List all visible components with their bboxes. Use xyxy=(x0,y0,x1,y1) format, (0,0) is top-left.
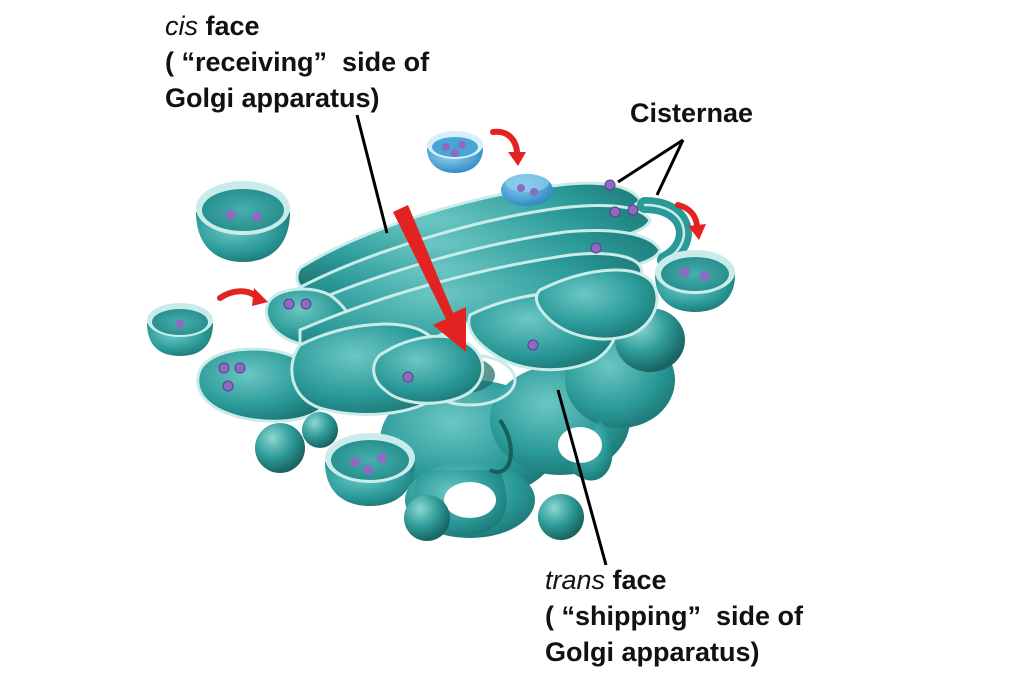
arrow-top-icon xyxy=(490,128,526,166)
arrow-left-icon xyxy=(217,288,268,306)
trans-line1-rest: face xyxy=(605,565,667,595)
cisternae-stack xyxy=(196,179,692,423)
trans-italic: trans xyxy=(545,565,606,595)
cisternae-label: Cisternae xyxy=(630,98,754,128)
trans-leader-line xyxy=(556,389,608,566)
cis-line3: Golgi apparatus) xyxy=(165,83,380,113)
vesicle-blue-budding xyxy=(501,174,553,206)
vesicles xyxy=(147,131,735,541)
vesicle-ball-mid xyxy=(302,412,338,448)
cis-leader-line xyxy=(355,114,389,234)
vesicle-left xyxy=(147,303,213,356)
vesicle-ball-left xyxy=(255,423,305,473)
vesicle-right xyxy=(655,250,735,312)
cis-face-label: cis face ( “receiving” side of Golgi app… xyxy=(165,8,429,116)
trans-face-label: trans face ( “shipping” side of Golgi ap… xyxy=(545,562,803,670)
cisternae-leader-line-1 xyxy=(617,138,684,184)
trans-line2: ( “shipping” side of xyxy=(545,601,803,631)
vesicle-blue-top xyxy=(427,131,483,173)
vesicle-ball-bottom-left xyxy=(404,495,450,541)
trans-line3: Golgi apparatus) xyxy=(545,637,760,667)
cis-italic: cis xyxy=(165,11,198,41)
vesicle-bottom xyxy=(325,433,415,506)
vesicle-top-left xyxy=(196,181,290,262)
cis-line2: ( “receiving” side of xyxy=(165,47,430,77)
cisternae-leader-line-2 xyxy=(655,139,685,196)
arrow-right-icon xyxy=(675,202,706,240)
cis-line1-rest: face xyxy=(198,11,260,41)
leader-lines xyxy=(355,114,685,566)
cis-to-trans-arrow-icon xyxy=(393,205,466,352)
transport-arrows xyxy=(217,128,706,306)
vesicle-ball-bottom xyxy=(538,494,584,540)
